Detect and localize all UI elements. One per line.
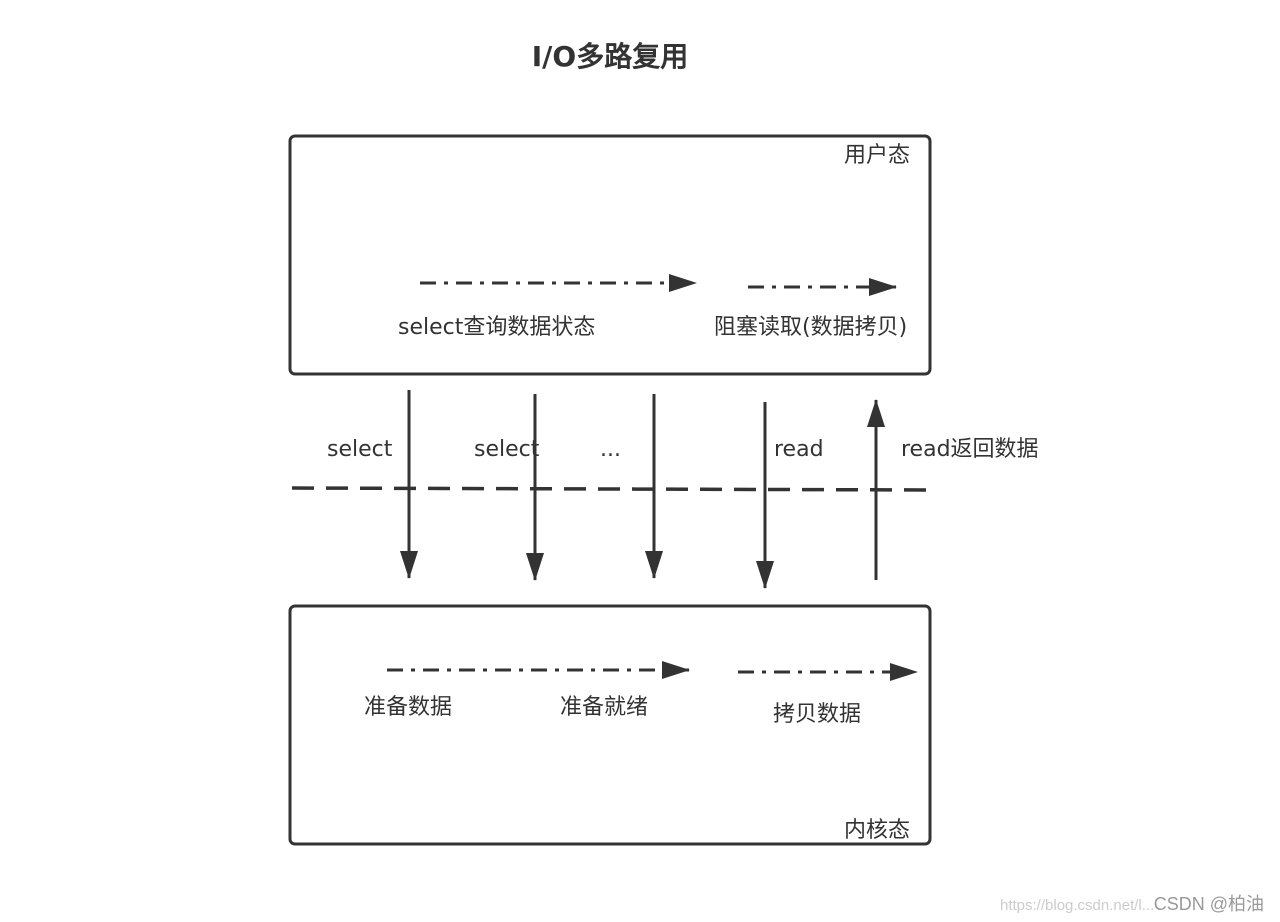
user-kernel-boundary bbox=[291, 486, 935, 492]
diagram-title: I/O多路复用 bbox=[532, 40, 688, 73]
select-query-label: select查询数据状态 bbox=[398, 315, 595, 340]
select-call-label-2: select bbox=[474, 437, 540, 462]
prepare-data-label: 准备数据 bbox=[364, 695, 452, 720]
read-return-label: read返回数据 bbox=[901, 437, 1039, 462]
user-space-label: 用户态 bbox=[844, 143, 910, 168]
user-space-box bbox=[288, 134, 932, 376]
watermark-url: https://blog.csdn.net/l... bbox=[1000, 897, 1154, 914]
select-call-label-1: select bbox=[327, 437, 393, 462]
ellipsis-call-label: ... bbox=[600, 437, 621, 462]
blocking-read-label: 阻塞读取(数据拷贝) bbox=[714, 315, 907, 340]
copy-data-label: 拷贝数据 bbox=[773, 702, 861, 727]
kernel-space-label: 内核态 bbox=[844, 818, 910, 843]
kernel-space-box bbox=[288, 604, 932, 846]
read-call-label: read bbox=[774, 437, 824, 462]
data-ready-label: 准备就绪 bbox=[560, 695, 648, 720]
watermark-brand: CSDN @柏油 bbox=[1154, 894, 1264, 914]
